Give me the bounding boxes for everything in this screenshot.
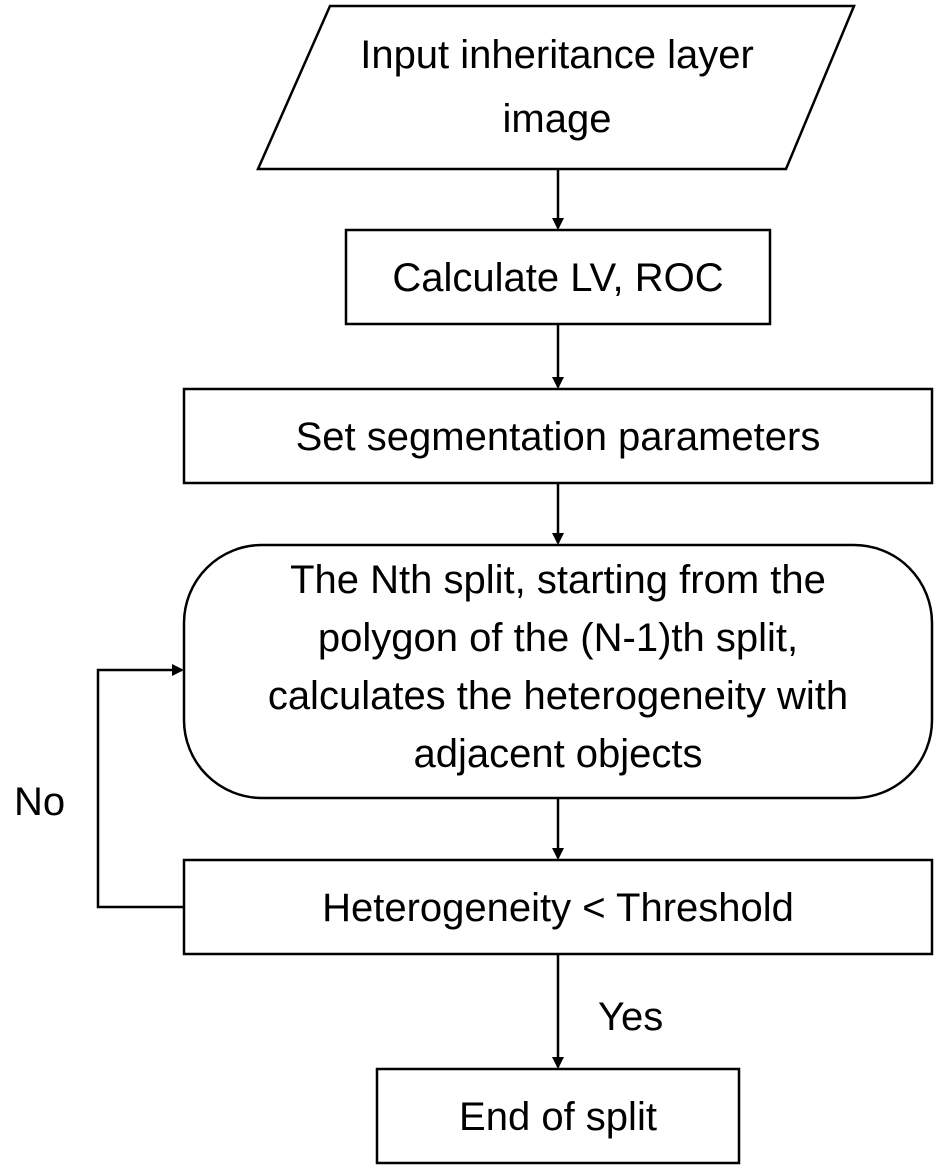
- input-node: Input inheritance layer image: [256, 4, 856, 171]
- calculate-box: [344, 228, 772, 326]
- end-node: End of split: [375, 1067, 741, 1165]
- split-node-line-1: The Nth split, starting from the: [290, 558, 826, 602]
- decision-node: Heterogeneity < Threshold: [182, 858, 934, 956]
- set-params-node: Set segmentation parameters: [182, 387, 934, 485]
- yes-edge-label: Yes: [598, 995, 663, 1039]
- set-params-node-label: Set segmentation parameters: [296, 415, 821, 459]
- set-params-box: [182, 387, 934, 485]
- decision-box: [182, 858, 934, 956]
- calculate-node-label: Calculate LV, ROC: [392, 256, 723, 300]
- arrow-no-loop-back: [96, 664, 184, 909]
- input-node-line-2: image: [503, 97, 612, 141]
- split-node-line-4: adjacent objects: [413, 732, 702, 776]
- input-parallelogram: [256, 4, 856, 171]
- decision-node-label: Heterogeneity < Threshold: [322, 886, 794, 930]
- split-node: The Nth split, starting from the polygon…: [182, 543, 934, 800]
- no-edge-label: No: [14, 780, 65, 824]
- split-node-line-3: calculates the heterogeneity with: [268, 674, 848, 718]
- split-node-line-2: polygon of the (N-1)th split,: [318, 616, 798, 660]
- calculate-node: Calculate LV, ROC: [344, 228, 772, 326]
- input-node-line-1: Input inheritance layer: [360, 33, 754, 77]
- end-box: [375, 1067, 741, 1165]
- end-node-label: End of split: [459, 1095, 657, 1139]
